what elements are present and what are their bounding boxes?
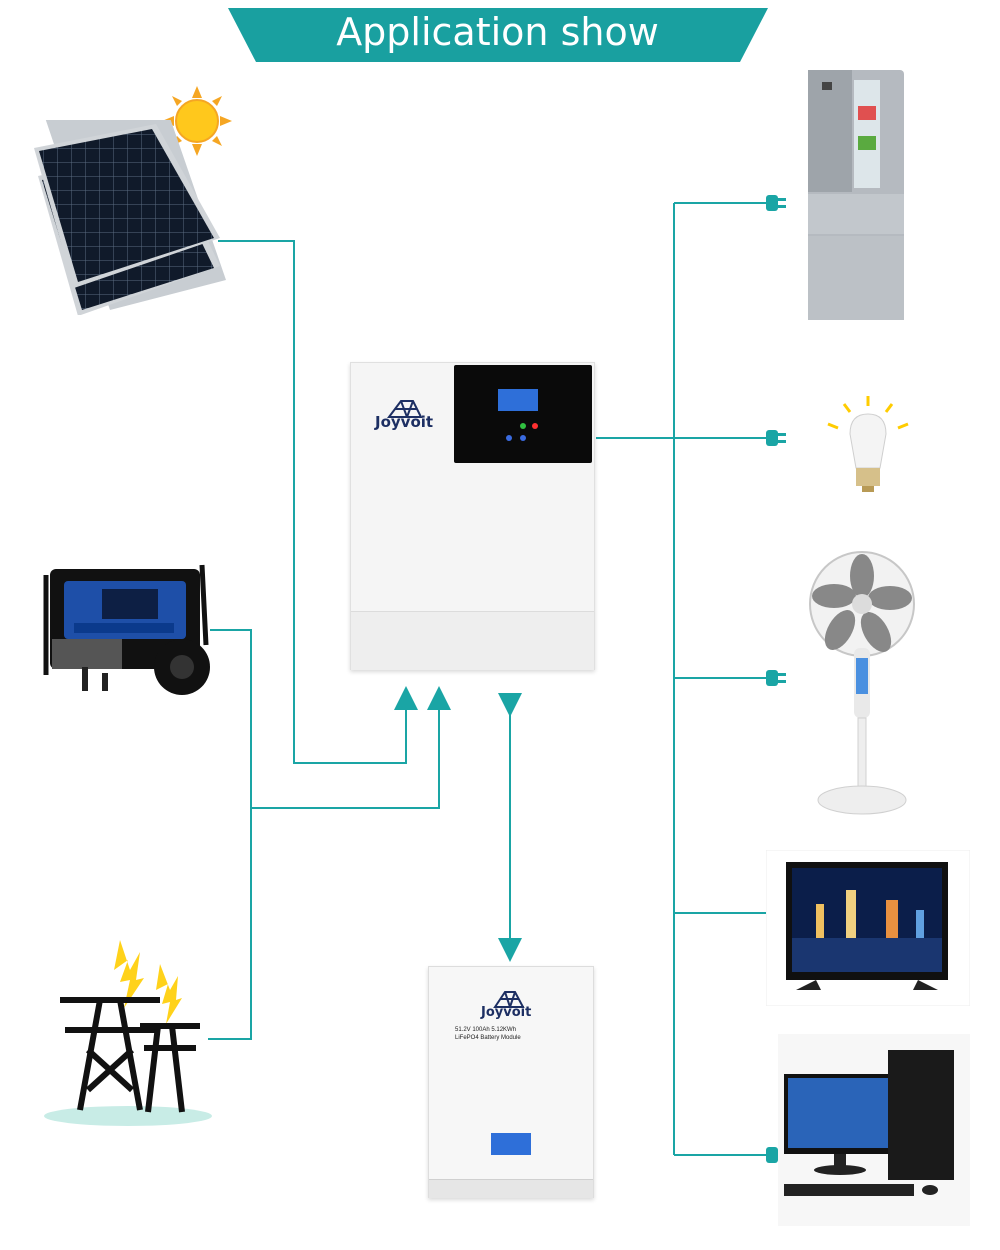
inverter-brand: Joyvoit bbox=[375, 413, 434, 431]
plug-icon-fridge bbox=[766, 195, 786, 211]
battery-brand: Joyvoit bbox=[481, 1005, 532, 1020]
battery-spec-line2: LiFePO4 Battery Module bbox=[455, 1035, 521, 1041]
light-bulb-icon bbox=[827, 396, 909, 492]
plug-icon-fan bbox=[766, 670, 786, 686]
inverter-lcd-screen bbox=[498, 389, 538, 411]
power-grid-icon bbox=[44, 940, 212, 1126]
title-banner bbox=[228, 8, 768, 62]
refrigerator-icon bbox=[808, 70, 904, 320]
inverter-logo-icon bbox=[387, 400, 423, 418]
generator-line bbox=[208, 629, 252, 1040]
grid-to-inverter-line bbox=[251, 686, 451, 809]
inverter-unit: Joyvoit bbox=[350, 362, 595, 670]
inverter-bottom-panel bbox=[351, 611, 594, 670]
inverter-display-panel bbox=[454, 365, 592, 463]
battery-spec-line1: 51.2V 100Ah 5.12KWh bbox=[455, 1027, 517, 1033]
electric-fan-icon bbox=[809, 551, 915, 815]
computer-icon bbox=[778, 1034, 970, 1226]
inverter-button bbox=[506, 435, 512, 441]
banner-title: Application show bbox=[336, 10, 659, 54]
battery-logo-icon bbox=[493, 991, 525, 1008]
battery-unit: Joyvoit 51.2V 100Ah 5.12KWh LiFePO4 Batt… bbox=[428, 966, 594, 1198]
solar-panel-icon bbox=[34, 120, 226, 315]
inverter-button bbox=[520, 435, 526, 441]
inverter-led-green bbox=[520, 423, 526, 429]
television-icon bbox=[766, 850, 970, 1006]
battery-lcd-screen bbox=[491, 1133, 531, 1155]
generator-icon bbox=[43, 564, 210, 695]
plug-icon-bulb bbox=[766, 430, 786, 446]
solar-line bbox=[218, 240, 418, 764]
inverter-led-red bbox=[532, 423, 538, 429]
battery-terminal-panel bbox=[429, 1179, 593, 1198]
